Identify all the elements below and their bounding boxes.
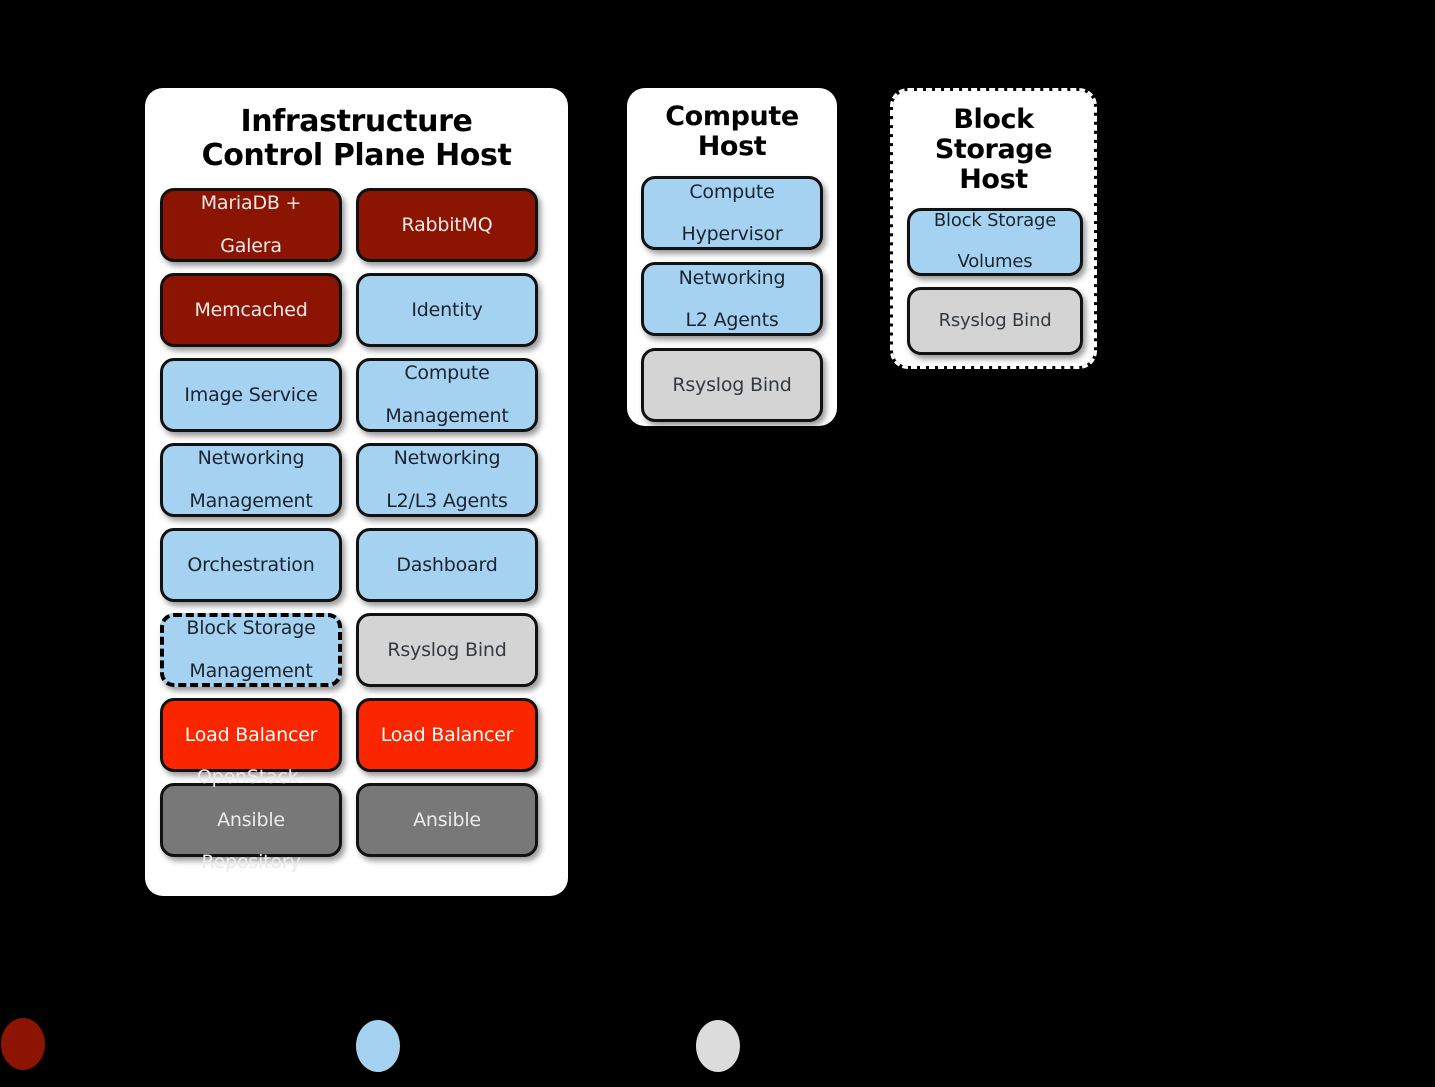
component-ansible[interactable]: Ansible: [356, 783, 538, 858]
component-grid-control-plane: MariaDB +Galera RabbitMQ Memcached Ident…: [145, 188, 568, 873]
component-load-balancer-2[interactable]: Load Balancer: [356, 698, 538, 773]
component-rsyslog-bind-control-plane[interactable]: Rsyslog Bind: [356, 613, 538, 688]
legend-dot-gray: [696, 1020, 740, 1072]
host-panel-control-plane: Infrastructure Control Plane Host MariaD…: [145, 88, 568, 896]
component-load-balancer-1[interactable]: Load Balancer: [160, 698, 342, 773]
component-orchestration[interactable]: Orchestration: [160, 528, 342, 603]
component-mariadb-galera[interactable]: MariaDB +Galera: [160, 188, 342, 263]
component-identity[interactable]: Identity: [356, 273, 538, 348]
component-rsyslog-bind-block-storage[interactable]: Rsyslog Bind: [907, 286, 1083, 355]
component-rabbitmq[interactable]: RabbitMQ: [356, 188, 538, 263]
component-rsyslog-bind-compute[interactable]: Rsyslog Bind: [641, 348, 823, 423]
legend-dot-blue: [356, 1020, 400, 1072]
host-title-block-storage: Block Storage Host: [934, 104, 1053, 196]
legend-dot-maroon: [1, 1018, 45, 1070]
host-title-compute: Compute Host: [665, 101, 799, 163]
component-image-service[interactable]: Image Service: [160, 358, 342, 433]
host-title-control-plane: Infrastructure Control Plane Host: [201, 104, 512, 173]
component-dashboard[interactable]: Dashboard: [356, 528, 538, 603]
component-memcached[interactable]: Memcached: [160, 273, 342, 348]
